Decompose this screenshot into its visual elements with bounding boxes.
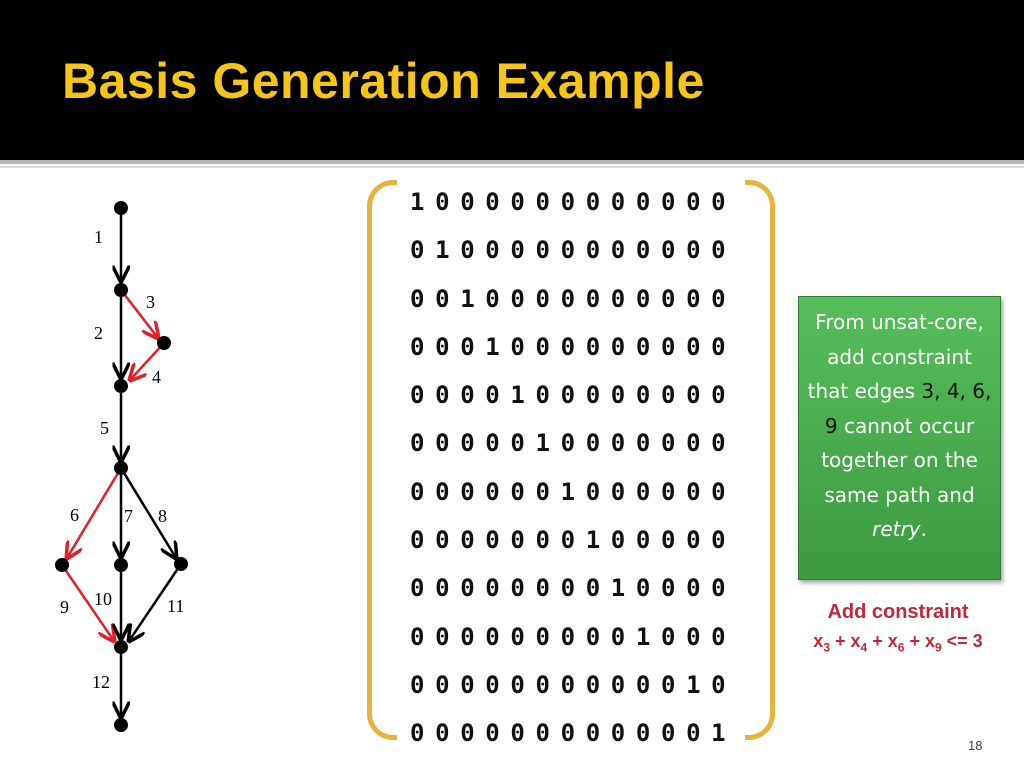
graph-node <box>174 557 188 571</box>
graph-node <box>114 283 128 297</box>
constraint-block: Add constraint x3 + x4 + x6 + x9 <= 3 <box>790 598 1006 656</box>
edge-8 <box>119 467 176 558</box>
note-text-1: From unsat-core, add constraint that edg… <box>807 310 984 403</box>
matrix-row: 0 0 1 0 0 0 0 0 0 0 0 0 0 <box>410 284 726 313</box>
edge-label-10: 10 <box>94 589 112 609</box>
note-text-2: cannot occur together on the same path a… <box>821 413 978 507</box>
edge-4 <box>130 342 165 380</box>
title-divider-thin <box>0 166 1024 168</box>
matrix-row: 0 0 0 1 0 0 0 0 0 0 0 0 0 <box>410 332 726 361</box>
matrix-row: 0 0 0 0 0 0 0 1 0 0 0 0 0 <box>410 526 726 555</box>
edge-label-1: 1 <box>94 227 103 247</box>
slide-title: Basis Generation Example <box>62 53 705 109</box>
matrix-row: 0 1 0 0 0 0 0 0 0 0 0 0 0 <box>410 236 726 265</box>
matrix-row: 0 0 0 0 0 0 0 0 0 0 0 1 0 <box>410 670 726 699</box>
edge-label-3: 3 <box>146 292 155 312</box>
edge-label-9: 9 <box>60 597 69 617</box>
constraint-rhs: <= 3 <box>941 631 983 651</box>
constraint-expression: x3 + x4 + x6 + x9 <= 3 <box>790 626 1006 656</box>
edge-label-7: 7 <box>124 506 133 526</box>
graph-node <box>55 558 69 572</box>
edge-label-6: 6 <box>70 505 79 525</box>
matrix-row: 0 0 0 0 0 1 0 0 0 0 0 0 0 <box>410 429 726 458</box>
page-number: 18 <box>968 738 983 753</box>
edge-label-8: 8 <box>158 506 167 526</box>
graph-node <box>114 640 128 654</box>
edge-3 <box>120 289 158 338</box>
graph-node <box>114 201 128 215</box>
matrix-bracket-right <box>745 180 775 740</box>
note-callout: From unsat-core, add constraint that edg… <box>798 296 1001 580</box>
edge-label-2: 2 <box>94 323 103 343</box>
note-retry: retry <box>872 517 921 541</box>
matrix-row: 1 0 0 0 0 0 0 0 0 0 0 0 0 <box>410 188 726 216</box>
graph-node <box>114 558 128 572</box>
control-flow-graph: 1 2 3 4 5 6 7 8 9 10 11 12 <box>55 201 188 732</box>
title-bar: Basis Generation Example <box>0 0 1024 160</box>
matrix-row: 0 0 0 0 0 0 0 0 0 1 0 0 0 <box>410 622 726 651</box>
matrix-row: 0 0 0 0 1 0 0 0 0 0 0 0 0 <box>410 381 726 410</box>
edge-11 <box>129 563 183 641</box>
sub-4: 4 <box>860 640 868 655</box>
title-divider <box>0 160 1024 164</box>
sub-6: 6 <box>897 640 905 655</box>
matrix-row: 0 0 0 0 0 0 0 0 0 0 0 0 1 <box>410 719 726 748</box>
constraint-title: Add constraint <box>827 601 969 623</box>
plus-x6: + x <box>867 631 898 651</box>
identity-matrix: 1 0 0 0 0 0 0 0 0 0 0 0 0 0 1 0 0 0 0 0 … <box>410 184 740 764</box>
edge-label-5: 5 <box>100 418 109 438</box>
matrix-row: 0 0 0 0 0 0 0 0 1 0 0 0 0 <box>410 574 726 603</box>
graph-node <box>114 718 128 732</box>
edge-label-12: 12 <box>92 672 110 692</box>
matrix-row: 0 0 0 0 0 0 1 0 0 0 0 0 0 <box>410 477 726 506</box>
graph-node <box>157 336 171 350</box>
var-x3: x <box>813 631 824 651</box>
edge-9 <box>60 564 114 641</box>
plus-x9: + x <box>904 631 935 651</box>
graph-node <box>114 461 128 475</box>
sub-3: 3 <box>823 640 830 655</box>
matrix-bracket-left <box>367 180 397 740</box>
note-edges: 3, 4, 6, 9 <box>824 379 992 438</box>
edge-label-11: 11 <box>167 596 184 616</box>
note-text-3: . <box>920 517 927 541</box>
plus-x4: + x <box>830 631 861 651</box>
edge-6 <box>67 467 123 558</box>
sub-9: 9 <box>934 640 942 655</box>
edge-label-4: 4 <box>152 367 161 387</box>
graph-node <box>114 379 128 393</box>
